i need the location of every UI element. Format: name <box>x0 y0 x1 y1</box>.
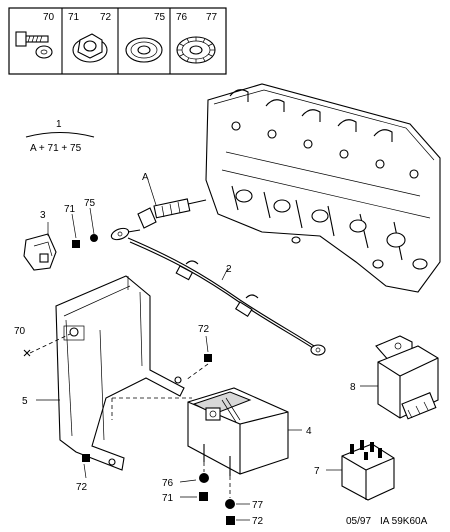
legend-ref-70: 70 <box>43 12 55 23</box>
screw-70-marker <box>23 333 71 357</box>
cylinder-head <box>205 83 441 293</box>
callout-77: 77 <box>252 500 264 511</box>
callout-5: 5 <box>22 396 28 407</box>
relay-7 <box>326 440 395 501</box>
washer-76 <box>199 473 209 483</box>
screw-with-washer-icon <box>15 31 53 59</box>
footer-date: 05/97 <box>346 516 371 527</box>
nut-72-last <box>226 516 235 525</box>
legend-ref-76: 76 <box>176 12 188 23</box>
relay-8 <box>360 335 439 420</box>
nut-71-top <box>72 240 80 248</box>
fastener-legend: 70 71 72 75 <box>8 7 227 75</box>
callout-75: 75 <box>84 198 96 209</box>
callout-72-bottom: 72 <box>76 482 88 493</box>
legend-ref-75: 75 <box>154 12 166 23</box>
callout-71-bottom: 71 <box>162 493 174 504</box>
serrated-washer-icon <box>125 37 163 63</box>
callout-4: 4 <box>306 426 312 437</box>
legend-ref-71: 71 <box>68 12 80 23</box>
callout-3: 3 <box>40 210 46 221</box>
glow-plug <box>137 179 207 229</box>
mounting-bracket <box>55 275 185 471</box>
wiring-harness <box>110 227 326 356</box>
callout-2: 2 <box>226 264 232 275</box>
callout-7: 7 <box>314 466 320 477</box>
callout-76: 76 <box>162 478 174 489</box>
legend-ref-72: 72 <box>100 12 112 23</box>
washer-75 <box>90 234 98 242</box>
toothed-lock-washer-icon <box>176 36 216 64</box>
flange-nut-icon <box>72 33 108 63</box>
callout-70: 70 <box>14 326 26 337</box>
kit-formula: A + 71 + 75 <box>30 143 82 154</box>
footer-reference: IA 59K60A <box>380 516 428 527</box>
washer-77 <box>225 499 235 509</box>
nut-71-bottom <box>199 492 208 501</box>
preheating-control-unit <box>187 387 302 476</box>
callout-71-top: 71 <box>64 204 76 215</box>
legend-ref-77: 77 <box>206 12 218 23</box>
kit-number: 1 <box>56 119 62 130</box>
protective-boot <box>23 222 57 271</box>
kit-reference: 1 A + 71 + 75 <box>25 119 95 154</box>
callout-A: A <box>142 172 149 183</box>
callout-8: 8 <box>350 382 356 393</box>
callout-72-bracket: 72 <box>198 324 210 335</box>
nut-72-bottom <box>82 454 90 462</box>
nut-72-bracket <box>204 354 212 362</box>
callout-72-last: 72 <box>252 516 264 527</box>
